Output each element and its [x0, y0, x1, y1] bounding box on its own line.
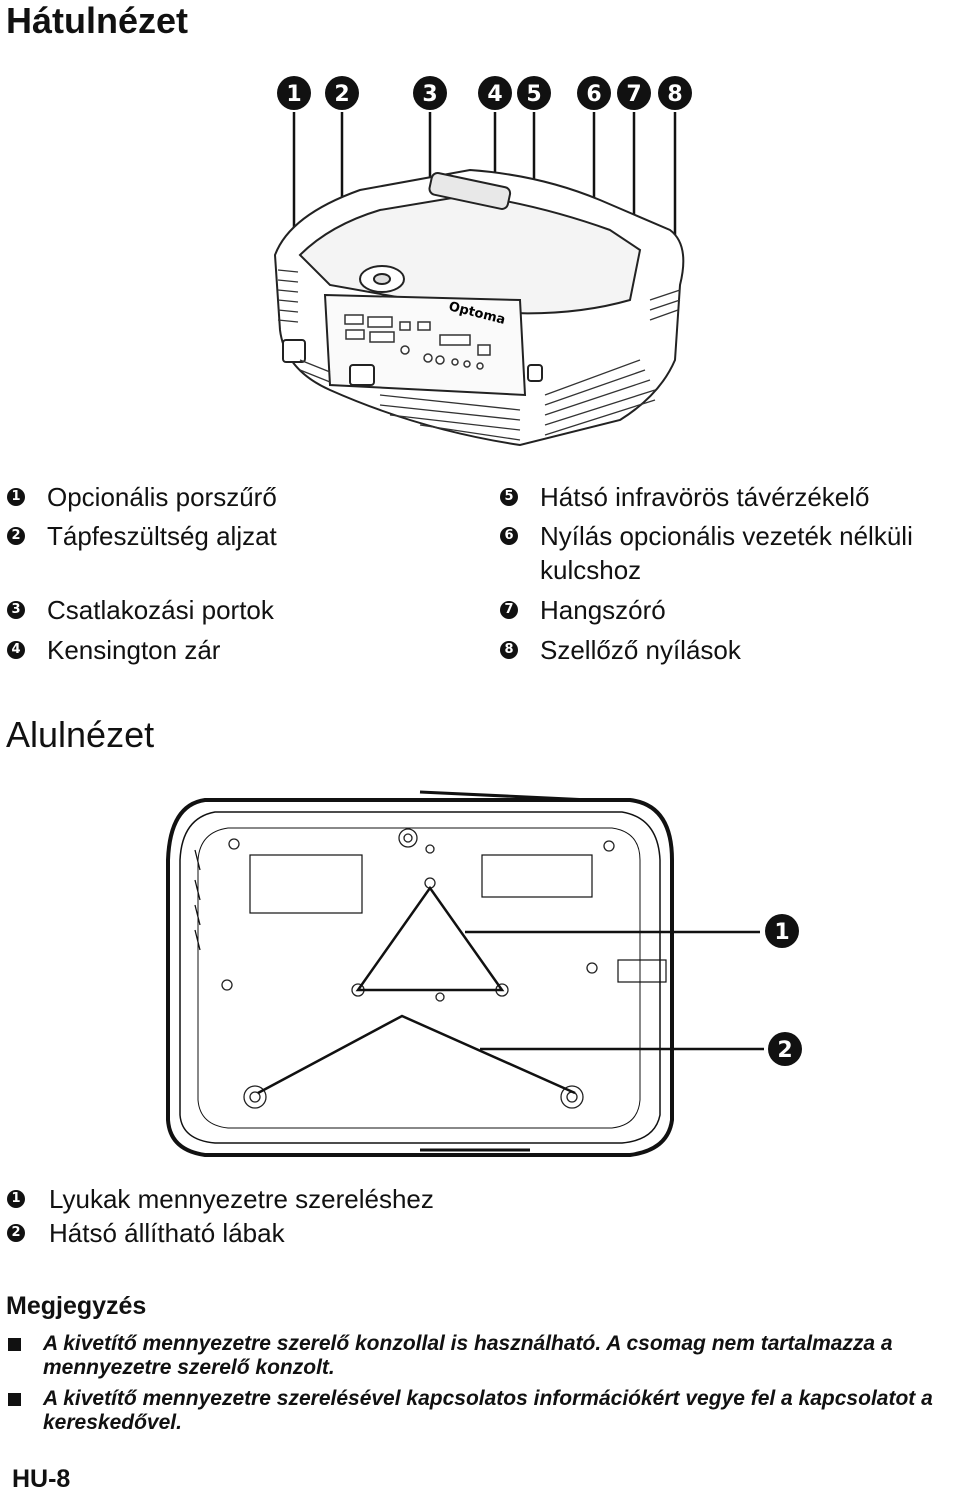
bullet-number: 2: [7, 527, 25, 545]
rear-callout-2: [325, 76, 359, 110]
bullet-number: 4: [7, 641, 25, 659]
rear-legend-item-7: 7 Hangszóró: [500, 593, 960, 627]
legend-text: Hátsó állítható lábak: [49, 1218, 285, 1248]
rear-callout-7: [617, 76, 651, 110]
rear-legend-item-1: 1 Opcionális porszűrő: [7, 480, 467, 514]
rear-legend-item-8: 8 Szellőző nyílások: [500, 633, 960, 667]
bottom-legend-item-2: 2 Hátsó állítható lábak: [7, 1216, 649, 1250]
rear-callout-label: 6: [586, 82, 601, 107]
bottom-view-title: Alulnézet: [6, 714, 155, 755]
bullet-number: 1: [7, 488, 25, 506]
bullet-number: 6: [500, 527, 518, 545]
bottom-legend-item-1: 1 Lyukak mennyezetre szereléshez: [7, 1182, 649, 1216]
square-bullet-icon: [8, 1393, 21, 1406]
rear-callout-label: 4: [487, 82, 502, 107]
legend-text: Csatlakozási portok: [47, 595, 274, 625]
legend-text: Tápfeszültség aljzat: [47, 521, 277, 551]
note-item-1: A kivetítő mennyezetre szerelő konzollal…: [6, 1332, 956, 1380]
legend-text: Lyukak mennyezetre szereléshez: [49, 1184, 434, 1214]
bullet-number: 8: [500, 641, 518, 659]
rear-callout-3: [413, 76, 447, 110]
rear-callout-label: 5: [526, 82, 541, 107]
note-text: A kivetítő mennyezetre szerelésével kapc…: [43, 1387, 933, 1434]
rear-callout-8: [658, 76, 692, 110]
rear-legend-item-5: 5 Hátsó infravörös távérzékelő: [500, 480, 960, 514]
legend-text: Hátsó infravörös távérzékelő: [540, 482, 870, 512]
rear-callout-label: 2: [334, 82, 349, 107]
note-item-2: A kivetítő mennyezetre szerelésével kapc…: [6, 1387, 956, 1435]
rear-callout-label: 7: [626, 82, 641, 107]
rear-callout-6: [577, 76, 611, 110]
bullet-number: 2: [7, 1224, 25, 1242]
rear-callout-5: [517, 76, 551, 110]
note-text: A kivetítő mennyezetre szerelő konzollal…: [43, 1332, 893, 1379]
legend-text: Szellőző nyílások: [540, 635, 741, 665]
rear-callout-label: 8: [667, 82, 682, 107]
bullet-number: 1: [7, 1190, 25, 1208]
legend-text: Opcionális porszűrő: [47, 482, 277, 512]
rear-callout-4: [478, 76, 512, 110]
rear-callout-label: 3: [422, 82, 437, 107]
bottom-callout-label: 1: [774, 920, 789, 945]
legend-text: Kensington zár: [47, 635, 221, 665]
bottom-callout-label: 2: [777, 1038, 792, 1063]
square-bullet-icon: [8, 1338, 21, 1351]
legend-text: Nyílás opcionális vezeték nélküli kulcsh…: [540, 521, 913, 585]
bottom-view-illustration: 1 2: [166, 790, 802, 1157]
page-number: HU-8: [12, 1465, 71, 1493]
rear-legend-item-4: 4 Kensington zár: [7, 633, 467, 667]
note-heading: Megjegyzés: [6, 1292, 147, 1320]
rear-legend-item-6: 6 Nyílás opcionális vezeték nélküli kulc…: [500, 519, 960, 587]
rear-view-illustration: 1 2 3 4 5 6 7 8 Optoma: [273, 76, 692, 447]
rear-view-title: Hátulnézet: [6, 0, 189, 41]
bullet-number: 5: [500, 488, 518, 506]
bottom-callout-1: [765, 914, 799, 948]
rear-legend-item-2: 2 Tápfeszültség aljzat: [7, 519, 467, 553]
legend-text: Hangszóró: [540, 595, 666, 625]
rear-callout-1: [277, 76, 311, 110]
bullet-number: 7: [500, 601, 518, 619]
rear-callout-label: 1: [286, 82, 301, 107]
rear-legend-item-3: 3 Csatlakozási portok: [7, 593, 467, 627]
bottom-callout-2: [768, 1032, 802, 1066]
bullet-number: 3: [7, 601, 25, 619]
